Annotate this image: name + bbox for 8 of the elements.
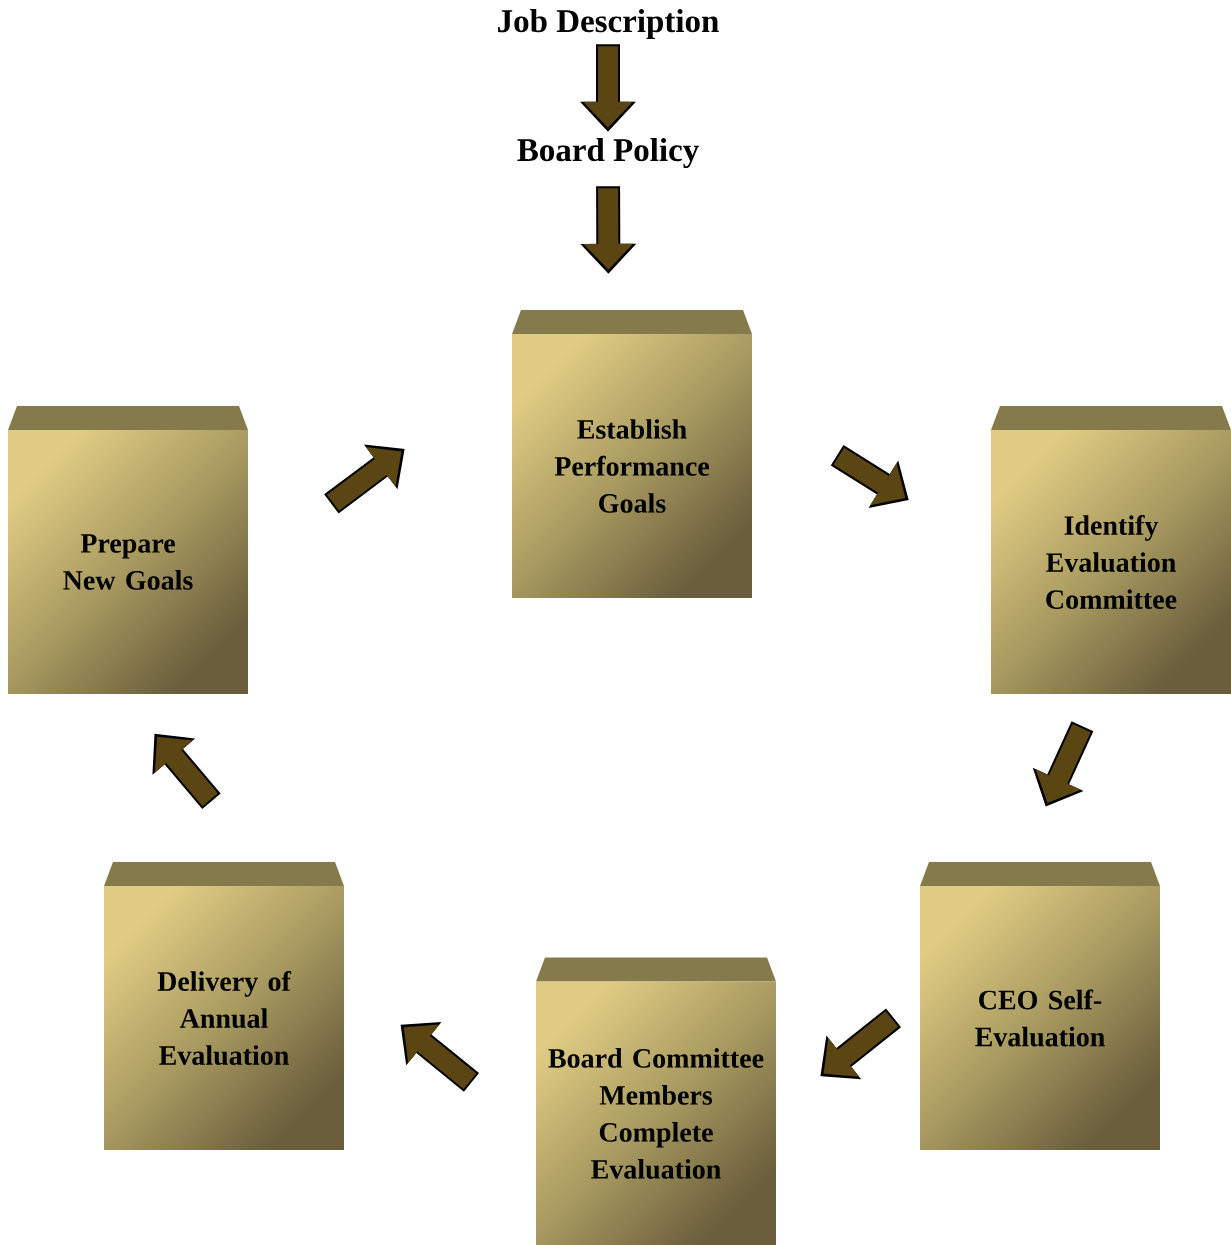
- heading-text: Board Policy: [517, 138, 699, 168]
- process-box: Board Committee Members Complete Evaluation: [536, 957, 776, 1245]
- process-box: Prepare New Goals: [8, 406, 248, 694]
- process-box: CEO Self-Evaluation: [920, 862, 1160, 1150]
- process-box: Identify Evaluation Committee: [991, 406, 1231, 694]
- process-box: Delivery of Annual Evaluation: [104, 862, 344, 1150]
- heading-text: Job Description: [498, 9, 719, 39]
- process-box: Establish Performance Goals: [512, 310, 752, 598]
